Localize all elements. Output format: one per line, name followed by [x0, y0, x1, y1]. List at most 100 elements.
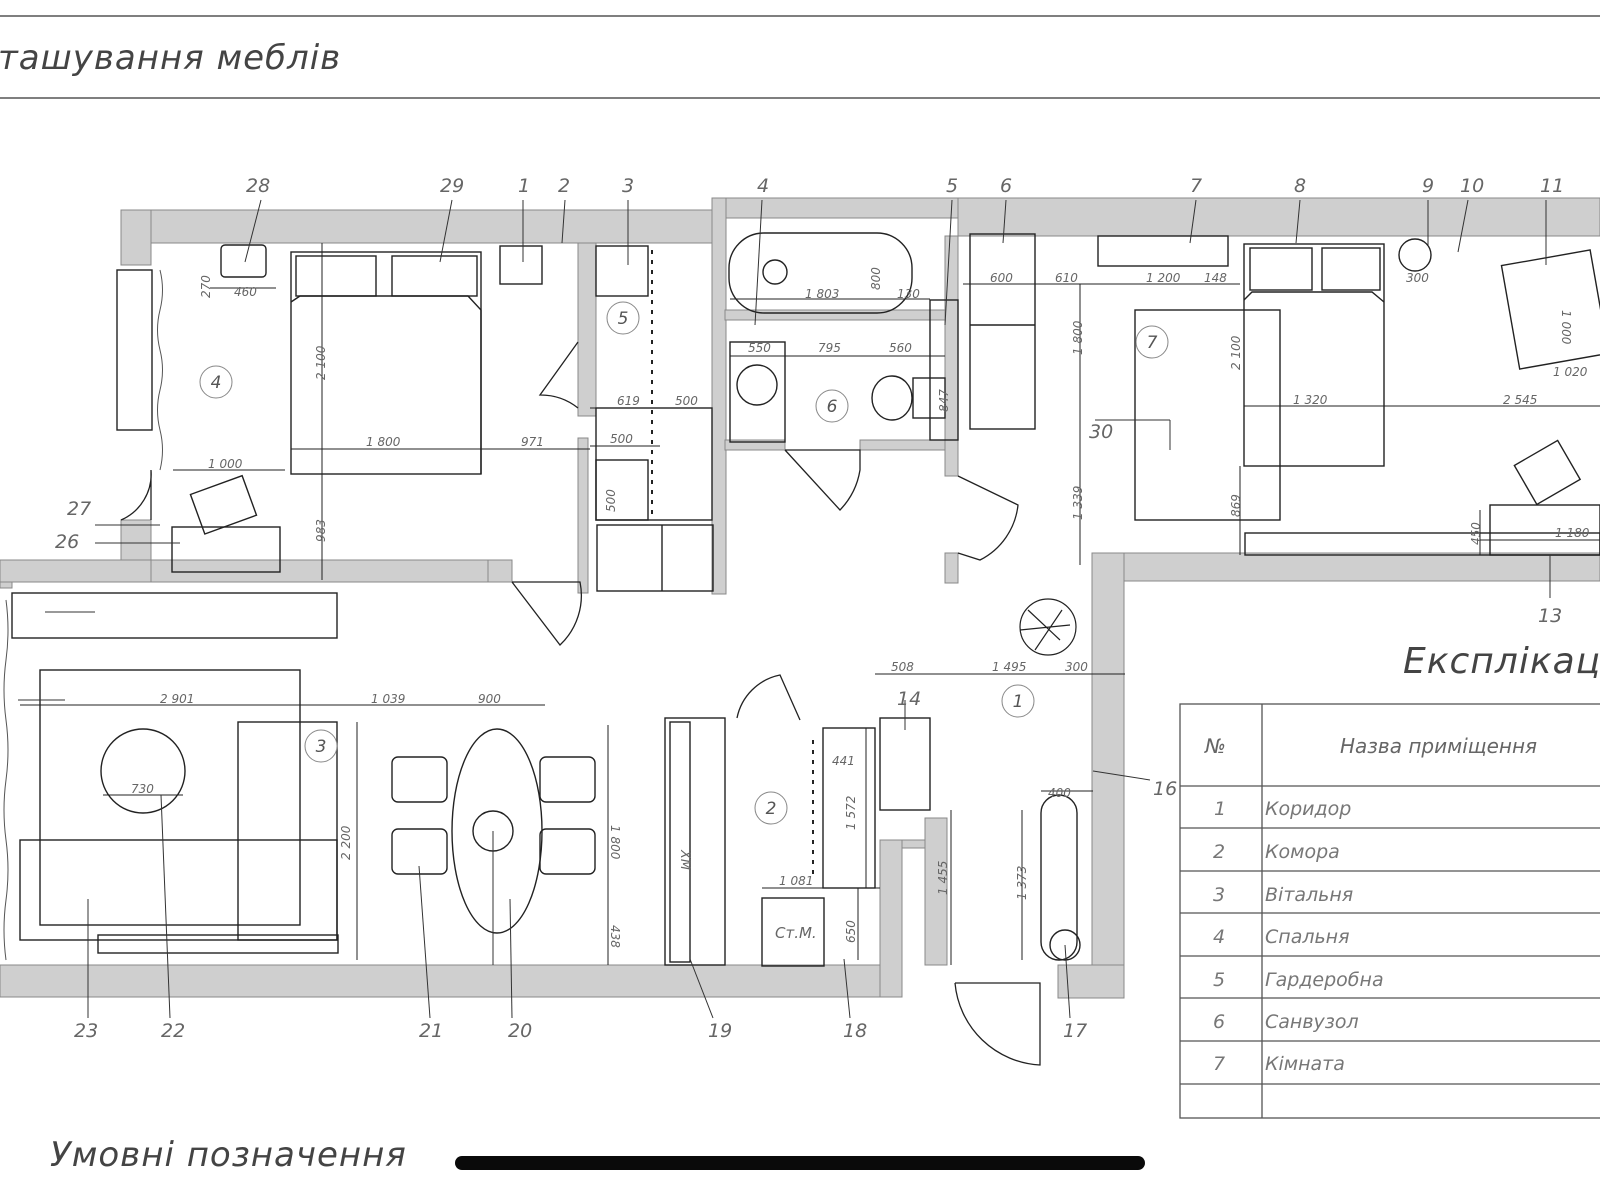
dim-1373: 1 373 [1015, 866, 1029, 900]
dim-1800-left: 1 800 [366, 435, 401, 449]
room-number-2: 2 [766, 799, 777, 819]
wardrobe-room7 [969, 233, 1036, 430]
dim-1180: 1 180 [1555, 526, 1590, 540]
rug-living [39, 669, 301, 926]
callout-3: 3 [622, 175, 634, 197]
dim-900: 900 [478, 692, 501, 706]
dim-2200: 2 200 [339, 825, 353, 860]
explication-title: Експлікаці [1403, 641, 1600, 682]
callout-4: 4 [757, 175, 769, 197]
fridge-label: ХМ [677, 849, 692, 870]
explication-row-5-number: 5 [1213, 969, 1225, 991]
dim-1000-left: 1 000 [208, 457, 243, 471]
room-number-6: 6 [827, 397, 838, 417]
chair-1 [391, 756, 448, 803]
dim-508: 508 [891, 660, 914, 674]
dim-400: 400 [1048, 786, 1071, 800]
explication-row-5-name: Гардеробна [1265, 969, 1384, 991]
dim-1000-right: 1 000 [1559, 310, 1573, 345]
explication-row-7-name: Кімната [1265, 1053, 1345, 1075]
callout-29: 29 [440, 175, 464, 197]
balcony-hatch [3, 269, 163, 961]
closet-shelf-top [595, 245, 649, 297]
callouts-top: 28 29 1 2 3 4 5 6 7 8 9 10 11 [246, 175, 1564, 197]
horizontal-scrollbar[interactable] [455, 1156, 1145, 1170]
callout-23: 23 [74, 1020, 98, 1042]
chair-3 [539, 756, 596, 803]
dim-869: 869 [1229, 494, 1243, 517]
dim-847: 847 [937, 389, 951, 412]
doors [120, 341, 1041, 1066]
callout-21: 21 [419, 1020, 443, 1042]
explication-table [1179, 703, 1600, 1119]
explication-row-1-number: 1 [1214, 798, 1226, 820]
dim-1039: 1 039 [371, 692, 405, 706]
explication-row-3-number: 3 [1213, 884, 1225, 906]
dim-438: 438 [608, 925, 622, 948]
dim-1081: 1 081 [779, 874, 813, 888]
room-number-5: 5 [618, 309, 629, 329]
wardrobe-left [116, 269, 153, 431]
dim-1455: 1 455 [936, 861, 950, 895]
room-number-7: 7 [1147, 333, 1158, 353]
callout-11: 11 [1540, 175, 1564, 197]
legend-title: Умовні позначення [50, 1135, 407, 1175]
dimension-lines [20, 243, 1600, 965]
dim-460: 460 [234, 285, 257, 299]
dim-971: 971 [521, 435, 544, 449]
dim-1800-room7: 1 800 [1071, 320, 1085, 355]
explication-row-4-number: 4 [1213, 926, 1225, 948]
walls [0, 197, 1600, 999]
callout-13: 13 [1538, 605, 1562, 627]
dim-1200: 1 200 [1146, 271, 1181, 285]
explication-header-room-name: Назва приміщення [1340, 734, 1537, 758]
desk-chair [189, 474, 258, 535]
sofa-chaise [237, 721, 338, 941]
dim-1572: 1 572 [844, 796, 858, 830]
callout-2: 2 [558, 175, 570, 197]
shelf-room7 [1097, 235, 1229, 267]
callout-22: 22 [161, 1020, 185, 1042]
armchair-top [1500, 249, 1600, 370]
explication-row-1-name: Коридор [1265, 798, 1351, 820]
dim-300-corridor: 300 [1065, 660, 1088, 674]
dim-270: 270 [199, 275, 213, 298]
dining-table [451, 728, 543, 934]
dim-1320: 1 320 [1293, 393, 1328, 407]
dim-1495: 1 495 [992, 660, 1026, 674]
dim-2545: 2 545 [1503, 393, 1537, 407]
dim-500-a: 500 [675, 394, 698, 408]
sink-counter [729, 341, 786, 443]
storage-unit-label: Ст.М. [775, 924, 817, 942]
callout-5: 5 [946, 175, 958, 197]
bathtub [728, 232, 913, 314]
bed-right [1243, 243, 1385, 467]
dim-795: 795 [818, 341, 841, 355]
header-rules [0, 15, 1600, 99]
explication-rows: 1 Коридор 2 Комора 3 Вітальня 4 Спальня … [1213, 798, 1384, 1075]
furniture [11, 232, 1600, 967]
callout-16: 16 [1153, 778, 1177, 800]
page-title: ташування меблів [0, 38, 342, 78]
callout-8: 8 [1294, 175, 1306, 197]
dim-441: 441 [832, 754, 855, 768]
dim-1803: 1 803 [805, 287, 839, 301]
dim-730: 730 [131, 782, 154, 796]
dim-1800-dining: 1 800 [608, 825, 622, 860]
bedside-lamp-left [220, 244, 267, 278]
rug-room7 [1134, 309, 1281, 521]
callout-6: 6 [1000, 175, 1012, 197]
dim-450: 450 [1469, 522, 1483, 545]
callout-9: 9 [1422, 175, 1434, 197]
explication-row-6-name: Санвузол [1265, 1011, 1359, 1033]
dim-500-c: 500 [604, 489, 618, 512]
callout-27: 27 [67, 498, 91, 520]
armchair-small [1513, 439, 1582, 506]
explication-row-2-number: 2 [1213, 841, 1225, 863]
callouts-bottom: 23 22 21 20 19 18 17 [74, 1020, 1087, 1042]
room-number-1: 1 [1013, 692, 1024, 712]
dim-550: 550 [748, 341, 771, 355]
room-numbers: 1 2 3 4 5 6 7 [211, 309, 1158, 819]
dim-1020: 1 020 [1553, 365, 1588, 379]
